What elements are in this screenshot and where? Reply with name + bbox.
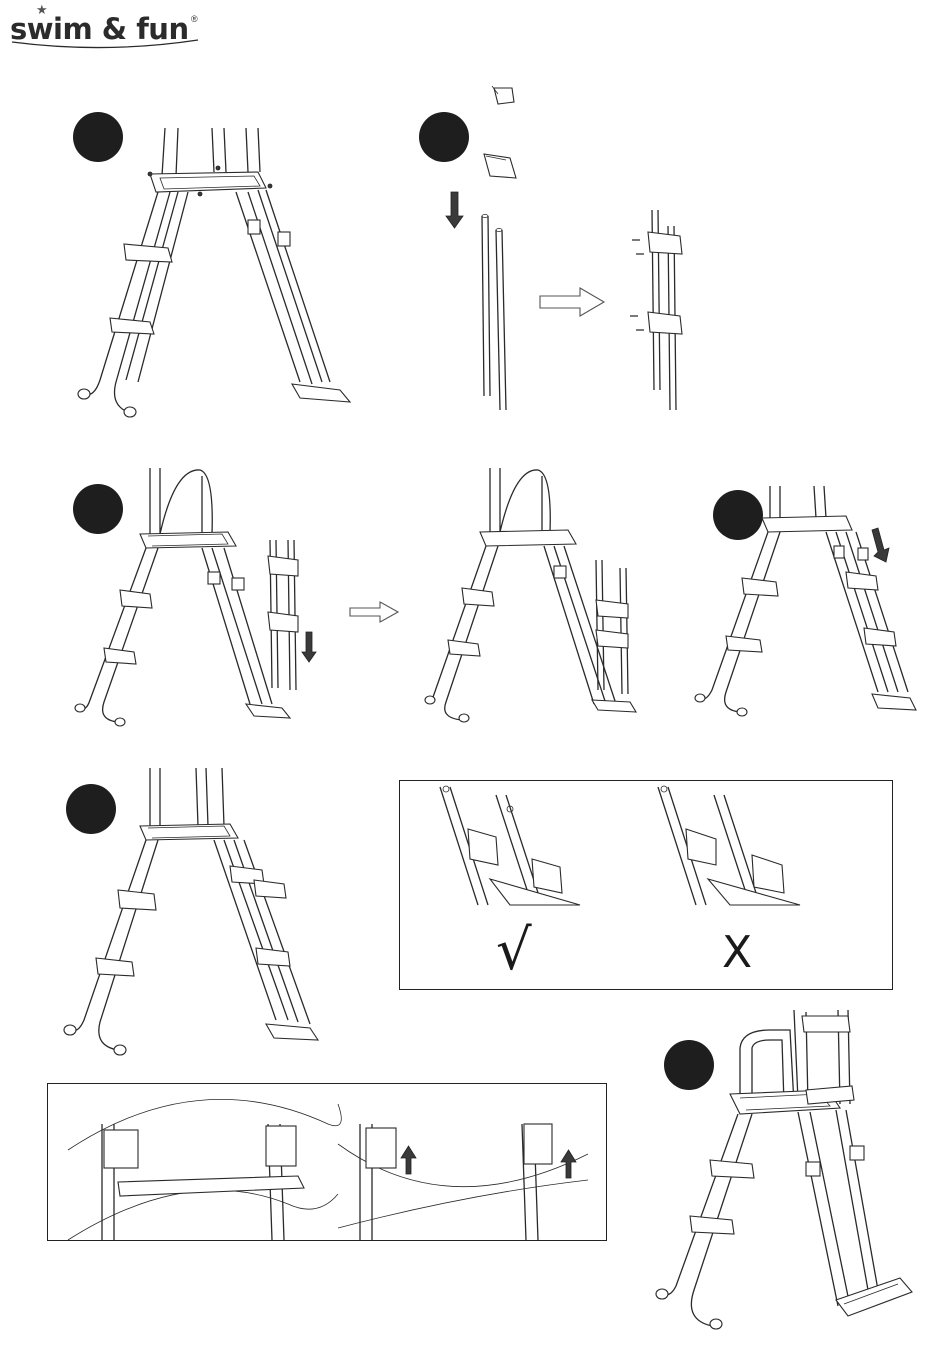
step-6-illustration [0, 0, 950, 1364]
